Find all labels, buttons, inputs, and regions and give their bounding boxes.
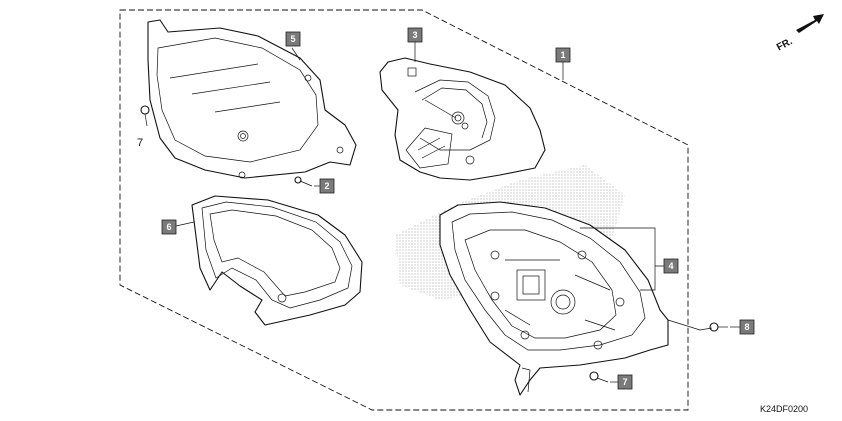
screw-2 <box>294 176 313 187</box>
front-arrow-icon <box>796 14 824 33</box>
assembly-frame <box>119 9 689 411</box>
lens-cover-part <box>147 19 357 179</box>
screw-8 <box>709 322 728 332</box>
callout-7-box: 7 <box>617 374 633 390</box>
callout-7-plain: 7 <box>137 137 143 149</box>
screw-7-left <box>140 105 150 127</box>
callout-7-bottom-label: 7 <box>622 377 627 387</box>
callout-2: 2 <box>319 178 335 194</box>
callout-7-left-label: 7 <box>137 137 143 149</box>
callout-1: 1 <box>555 47 571 63</box>
callout-1-label: 1 <box>560 50 565 60</box>
callout-6-label: 6 <box>166 222 171 232</box>
callout-4: 4 <box>663 258 679 274</box>
screw-7-bottom <box>589 371 609 383</box>
figure-code: K24DF0200 <box>760 404 808 414</box>
callout-5-label: 5 <box>290 34 295 44</box>
front-direction-indicator: FR. <box>775 14 824 53</box>
visor-garnish-part <box>191 195 363 326</box>
callout-4-label: 4 <box>668 261 673 271</box>
dial-face-part <box>379 57 546 181</box>
callout-8-label: 8 <box>744 322 749 332</box>
fr-label: FR. <box>775 36 795 53</box>
rear-housing-part <box>439 201 669 396</box>
callout-8: 8 <box>739 319 755 335</box>
callout-6: 6 <box>161 219 177 235</box>
callout-3: 3 <box>407 27 423 43</box>
callout-5: 5 <box>285 31 301 47</box>
callout-3-label: 3 <box>412 30 417 40</box>
callout-2-label: 2 <box>324 181 329 191</box>
